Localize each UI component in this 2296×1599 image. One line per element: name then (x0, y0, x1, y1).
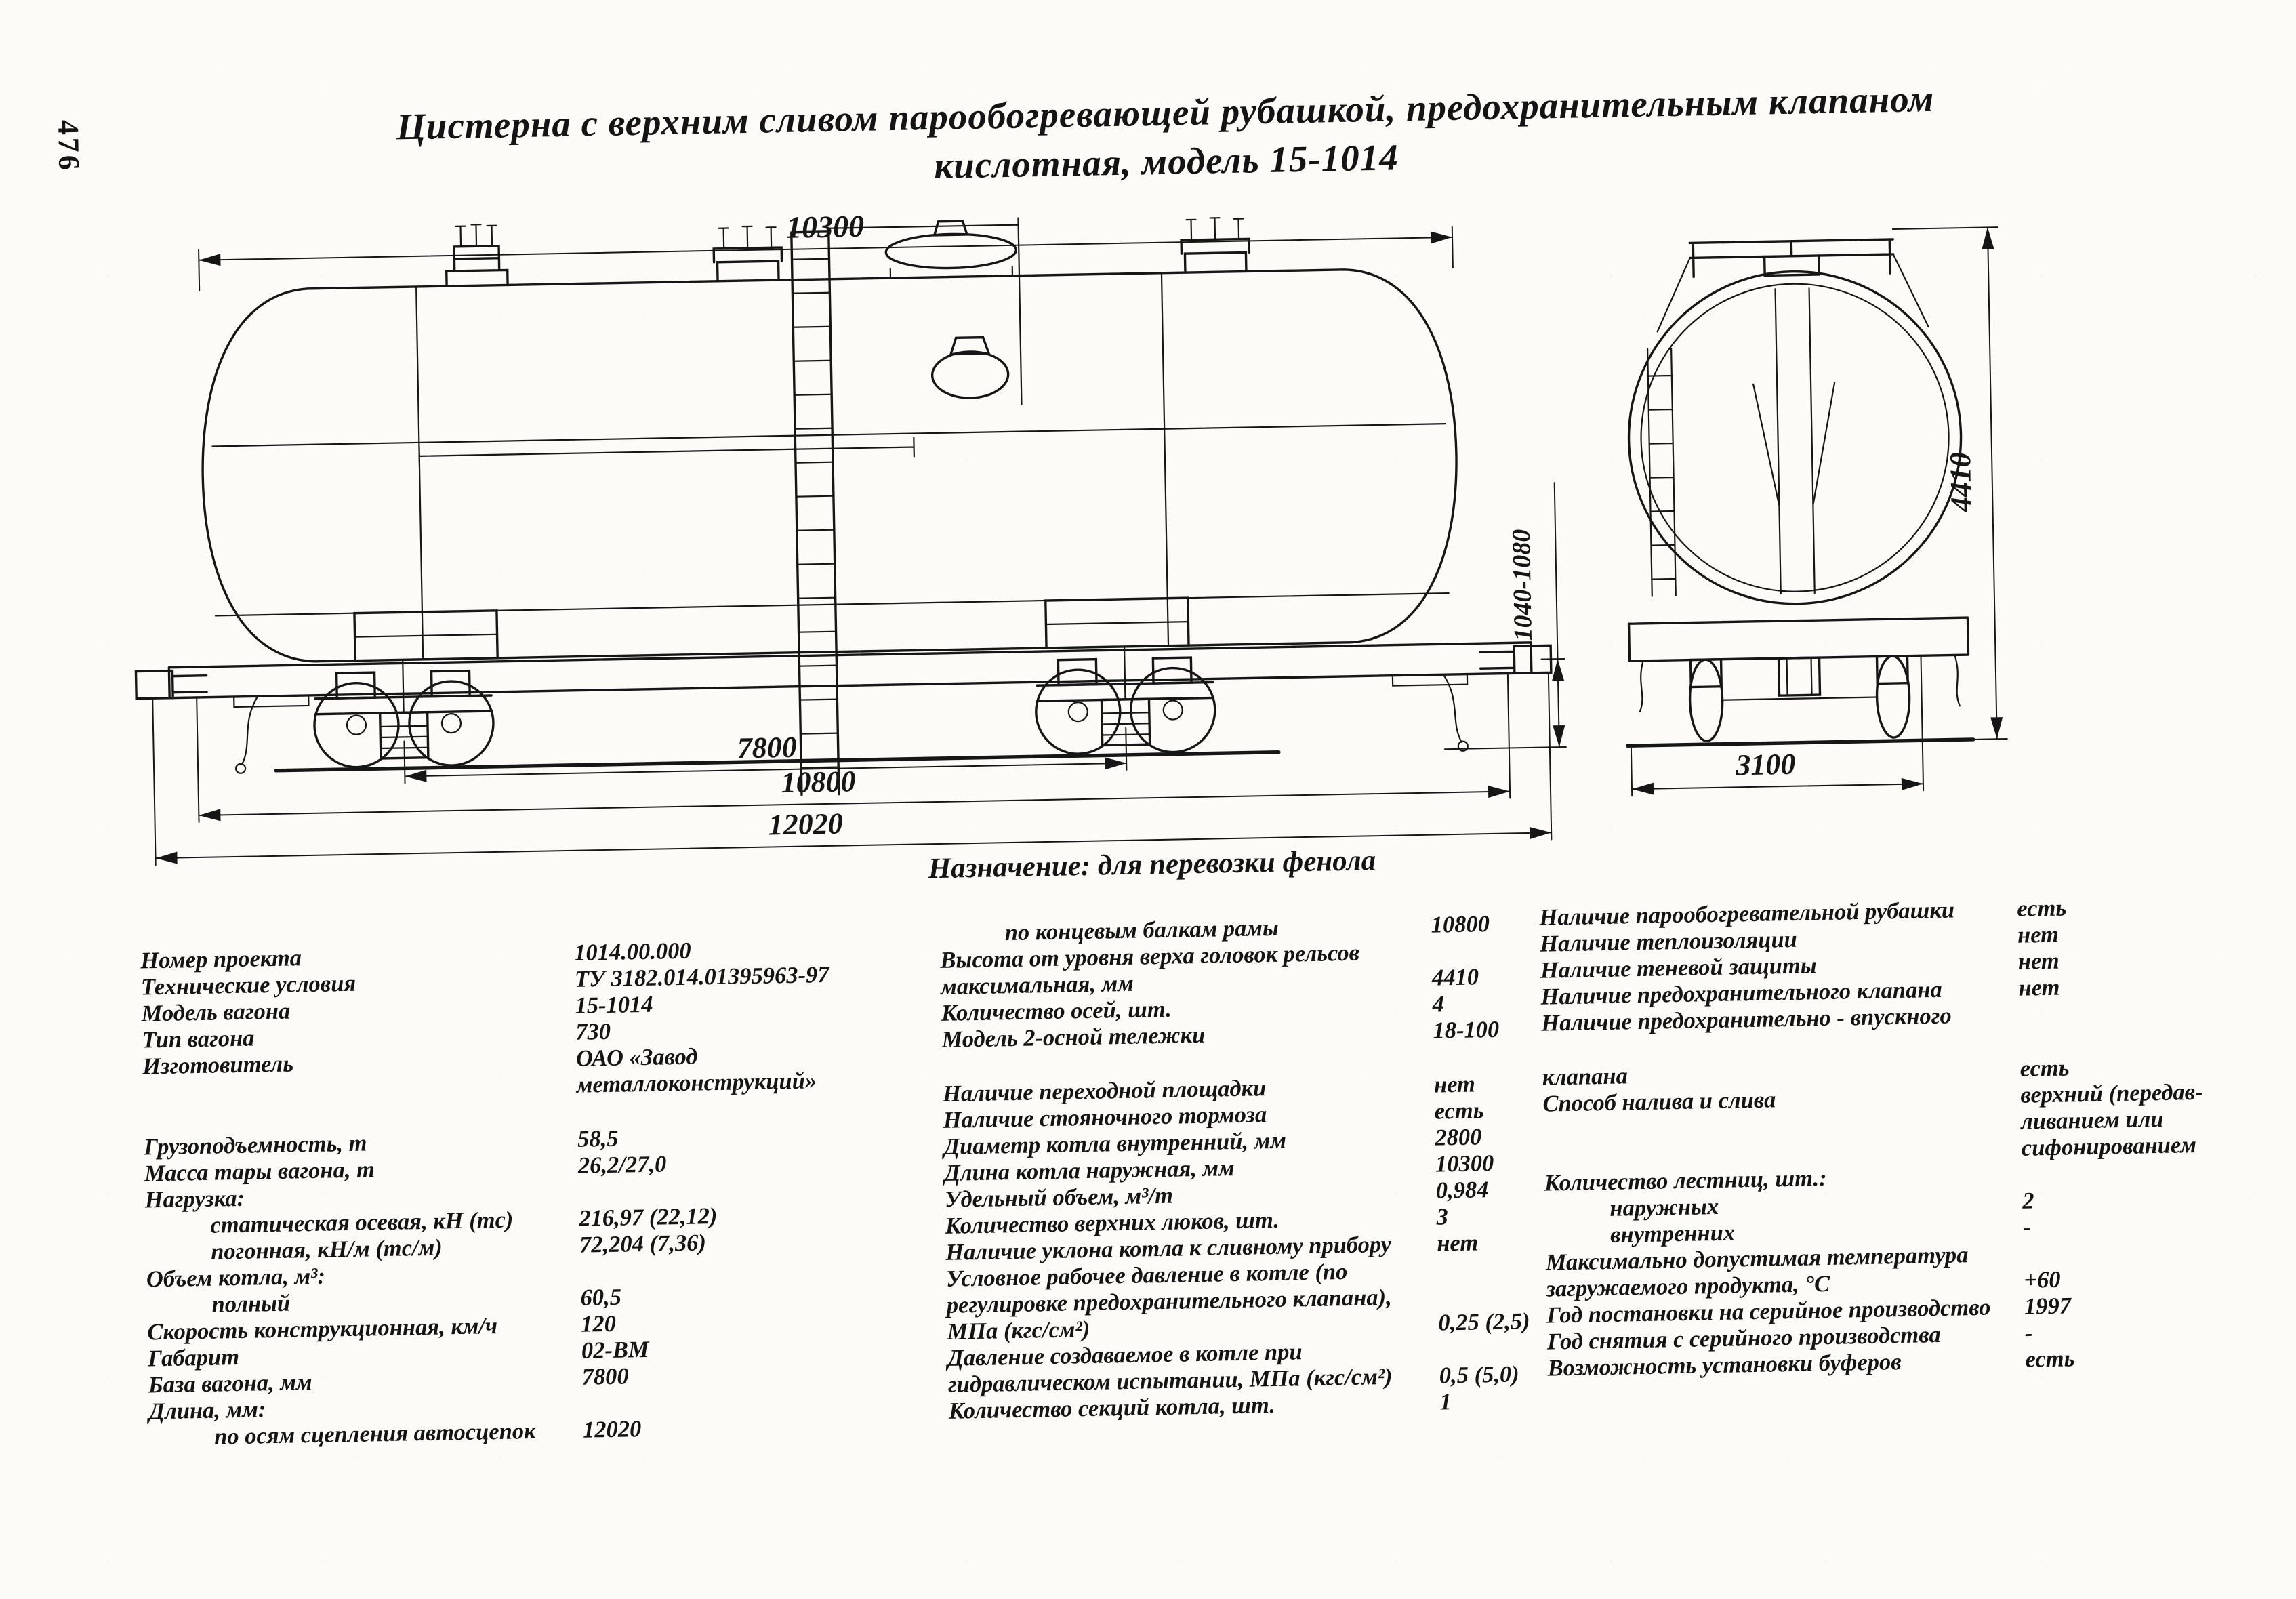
rail-line (274, 750, 1281, 773)
dimension-tank-length: 10300 (198, 209, 1454, 291)
dim-label-4410: 4410 (1944, 452, 1978, 513)
underframe (167, 641, 1533, 708)
dim-label-10300: 10300 (786, 209, 865, 245)
spec-label: Высота от уровня верха головок рельсов м… (940, 939, 1360, 1000)
dim-label-7800: 7800 (737, 731, 797, 765)
end-view-tank (1627, 270, 1963, 605)
spec-value: нет (2018, 974, 2060, 1001)
spec-row: Условное рабочее давление в котле (по ре… (946, 1255, 1578, 1345)
bogie-right (1035, 645, 1216, 755)
end-view-wheels (1688, 655, 1911, 742)
dimension-frame-length: 10800 (196, 672, 1511, 823)
end-view-platform (1656, 238, 1929, 333)
dimension-width: 3100 (1630, 655, 1925, 797)
spec-value (2020, 1023, 2296, 1028)
spec-value: 1 (1439, 1389, 1452, 1415)
spec-value: ОАО «Завод металлоконструкций» (575, 1043, 817, 1098)
tank-saddle-left (353, 609, 499, 662)
end-view-underframe (1627, 616, 1970, 713)
dim-label-3100: 3100 (1735, 748, 1796, 782)
vent-pot-fitting (445, 224, 509, 287)
end-view-ladder (1647, 347, 1677, 597)
page-number: 476 (52, 119, 86, 174)
safety-valve (827, 217, 1023, 405)
spec-label: Давление создаваемое в котле при гидравл… (947, 1339, 1393, 1398)
bogie-left (313, 659, 495, 769)
page-title: Цистерна с верхним сливом парообогревающ… (135, 70, 2196, 205)
dim-label-10800: 10800 (781, 765, 856, 799)
spec-label: Условное рабочее давление в котле (по ре… (945, 1258, 1392, 1345)
spec-label: Максимально допустимая температура загру… (1545, 1242, 1969, 1302)
spec-value: верхний (передав- ливанием или сифониров… (2020, 1078, 2203, 1161)
coupler-left (134, 669, 259, 774)
dimension-coupler-length: 12020 (152, 672, 1553, 866)
spec-value: - (2022, 1214, 2031, 1240)
bolted-flange-fitting (712, 225, 783, 283)
end-view-rail-line (1626, 737, 1975, 748)
manhole-lid (884, 220, 1017, 279)
dimension-bogie-base: 7800 (403, 727, 1128, 784)
dimension-height: 4410 (1891, 226, 2008, 740)
bolted-flange-fitting-2 (1180, 217, 1251, 274)
dim-label-1040-1080: 1040-1080 (1507, 529, 1538, 641)
dim-label-12020: 12020 (768, 807, 843, 842)
end-view-drawing: 4410 3100 (1626, 226, 2008, 797)
dimension-coupler-height: 1040-1080 (1443, 482, 1567, 750)
spec-value: 12020 (582, 1416, 642, 1443)
spec-value: есть (2025, 1345, 2075, 1373)
tank-saddle-right (1044, 596, 1190, 649)
side-view-drawing: 10300 (134, 209, 1567, 866)
ladder (790, 230, 840, 796)
coupler-right (1442, 644, 1553, 752)
